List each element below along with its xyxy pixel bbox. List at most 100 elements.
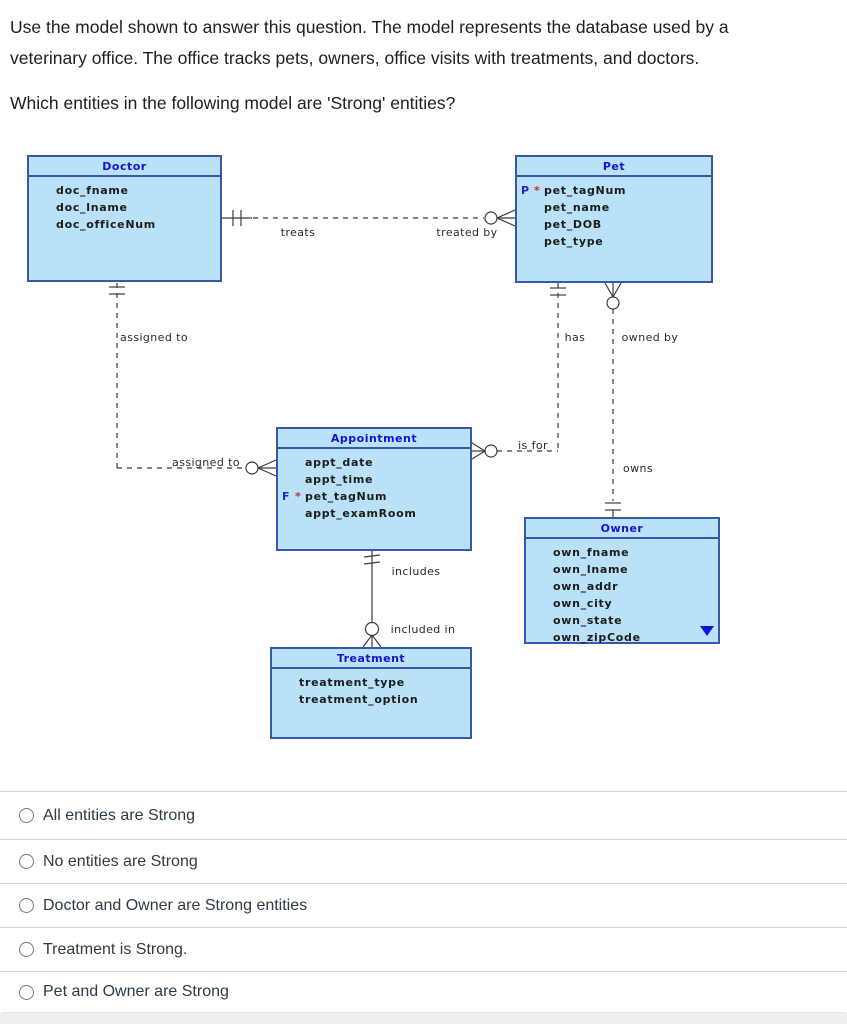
relationship-connectors bbox=[109, 209, 622, 648]
key-flag bbox=[530, 629, 543, 646]
required-star bbox=[543, 578, 553, 595]
relationship-label-included-in: included in bbox=[390, 623, 456, 636]
attr-name: own_lname bbox=[553, 563, 629, 576]
key-flag bbox=[33, 199, 46, 216]
attr-row: own_addr bbox=[530, 578, 716, 595]
relationship-label-owns: owns bbox=[622, 462, 654, 475]
required-star bbox=[46, 199, 56, 216]
key-flag bbox=[530, 612, 543, 629]
attr-name: appt_date bbox=[305, 456, 374, 469]
attr-name: own_fname bbox=[553, 546, 630, 559]
required-star bbox=[534, 199, 544, 216]
key-flag bbox=[521, 216, 534, 233]
entity-treatment-title: Treatment bbox=[272, 649, 470, 669]
connector-is-for bbox=[471, 283, 566, 460]
entity-doctor-title: Doctor bbox=[29, 157, 220, 177]
connector-treats bbox=[222, 209, 516, 227]
required-star bbox=[543, 629, 553, 646]
relationship-label-treated-by: treated by bbox=[436, 226, 498, 239]
entity-doctor-attributes: doc_fname doc_lname doc_officeNum bbox=[29, 177, 220, 233]
radio-button[interactable] bbox=[19, 898, 34, 913]
attr-row: pet_name bbox=[521, 199, 709, 216]
required-star bbox=[295, 471, 305, 488]
radio-button[interactable] bbox=[19, 984, 34, 1000]
entity-appointment-title: Appointment bbox=[278, 429, 470, 449]
entity-treatment: Treatment treatment_type treatment_optio… bbox=[270, 647, 472, 739]
attr-name: own_zipCode bbox=[553, 631, 641, 644]
required-star: * bbox=[295, 490, 302, 503]
answer-option-5[interactable]: Pet and Owner are Strong bbox=[0, 972, 847, 1012]
attr-row: pet_type bbox=[521, 233, 709, 250]
connector-assigned-to bbox=[109, 283, 277, 477]
entity-pet-title: Pet bbox=[517, 157, 711, 177]
required-star bbox=[543, 544, 553, 561]
attr-name: doc_officeNum bbox=[56, 218, 156, 231]
entity-pet: Pet P*pet_tagNum pet_name pet_DOB pet_ty… bbox=[515, 155, 713, 283]
attr-row: treatment_option bbox=[276, 691, 468, 708]
key-flag bbox=[530, 595, 543, 612]
attr-name: appt_time bbox=[305, 473, 374, 486]
required-star bbox=[534, 216, 544, 233]
bottom-panel-edge bbox=[0, 1012, 847, 1024]
relationship-label-assigned-to: assigned to bbox=[120, 331, 188, 344]
question-block: Use the model shown to answer this quest… bbox=[10, 12, 810, 119]
attr-row: own_fname bbox=[530, 544, 716, 561]
attr-row: own_city bbox=[530, 595, 716, 612]
relationship-label-includes: includes bbox=[391, 565, 441, 578]
answer-option-label: Doctor and Owner are Strong entities bbox=[43, 896, 308, 914]
attr-name: appt_examRoom bbox=[305, 507, 417, 520]
required-star bbox=[543, 561, 553, 578]
entity-appointment: Appointment appt_date appt_time F*pet_ta… bbox=[276, 427, 472, 551]
scroll-down-indicator-icon[interactable] bbox=[700, 626, 714, 636]
attr-name: own_addr bbox=[553, 580, 619, 593]
relationship-label-has: has bbox=[564, 331, 586, 344]
entity-doctor: Doctor doc_fname doc_lname doc_officeNum bbox=[27, 155, 222, 282]
entity-pet-attributes: P*pet_tagNum pet_name pet_DOB pet_type bbox=[517, 177, 711, 250]
answer-option-3[interactable]: Doctor and Owner are Strong entities bbox=[0, 884, 847, 928]
attr-row: P*pet_tagNum bbox=[521, 182, 709, 199]
relationship-label-is-for: is for bbox=[518, 439, 548, 452]
key-flag bbox=[276, 691, 289, 708]
key-flag bbox=[282, 471, 295, 488]
radio-button[interactable] bbox=[19, 808, 34, 823]
relationship-label-treats: treats bbox=[280, 226, 316, 239]
attr-name: treatment_type bbox=[299, 676, 405, 689]
entity-appointment-attributes: appt_date appt_time F*pet_tagNum appt_ex… bbox=[278, 449, 470, 522]
entity-owner-title: Owner bbox=[526, 519, 718, 539]
required-star bbox=[534, 233, 544, 250]
attr-row: doc_fname bbox=[33, 182, 218, 199]
key-flag bbox=[521, 199, 534, 216]
required-star bbox=[289, 674, 299, 691]
answer-option-1[interactable]: All entities are Strong bbox=[0, 792, 847, 840]
key-flag bbox=[530, 561, 543, 578]
required-star bbox=[295, 505, 305, 522]
answer-option-label: No entities are Strong bbox=[43, 852, 198, 870]
required-star bbox=[289, 691, 299, 708]
attr-row: own_state bbox=[530, 612, 716, 629]
relationship-label-assigned-to: assigned to bbox=[172, 456, 240, 469]
attr-name: doc_fname bbox=[56, 184, 129, 197]
radio-button[interactable] bbox=[19, 854, 34, 869]
attr-row: treatment_type bbox=[276, 674, 468, 691]
question-prompt: Which entities in the following model ar… bbox=[10, 93, 456, 113]
key-flag bbox=[530, 544, 543, 561]
attr-row: appt_date bbox=[282, 454, 468, 471]
connector-owned-by bbox=[604, 282, 622, 517]
key-flag bbox=[282, 505, 295, 522]
attr-row: F*pet_tagNum bbox=[282, 488, 468, 505]
attr-name: pet_type bbox=[544, 235, 604, 248]
answer-option-2[interactable]: No entities are Strong bbox=[0, 840, 847, 884]
answer-options: All entities are Strong No entities are … bbox=[0, 791, 847, 1012]
required-star bbox=[46, 182, 56, 199]
answer-option-label: Pet and Owner are Strong bbox=[43, 983, 229, 1000]
key-flag bbox=[282, 454, 295, 471]
entity-owner-attributes: own_fname own_lname own_addr own_city ow… bbox=[526, 539, 718, 646]
radio-button[interactable] bbox=[19, 942, 34, 957]
connector-includes bbox=[362, 551, 382, 648]
attr-name: treatment_option bbox=[299, 693, 419, 706]
answer-option-4[interactable]: Treatment is Strong. bbox=[0, 928, 847, 972]
er-diagram: treats treated by assigned to assigned t… bbox=[0, 140, 847, 760]
attr-name: own_city bbox=[553, 597, 613, 610]
relationship-label-owned-by: owned by bbox=[621, 331, 679, 344]
